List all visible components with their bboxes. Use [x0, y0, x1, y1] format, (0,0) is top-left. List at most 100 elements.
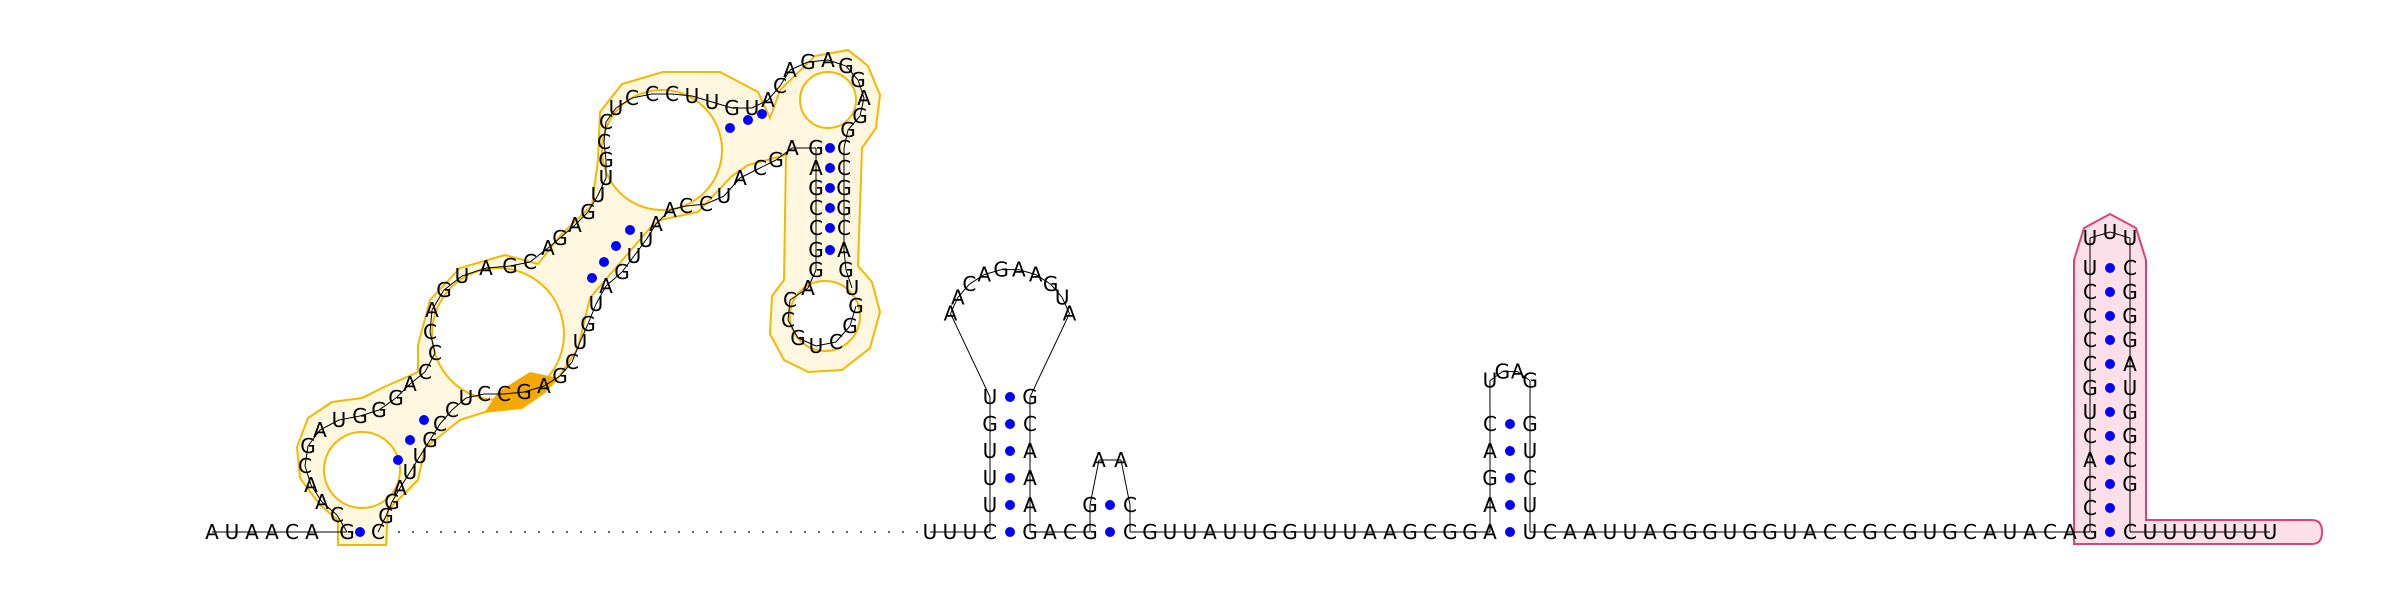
- nucleotide: U: [1163, 520, 1178, 544]
- base-pair-dot: [825, 143, 835, 153]
- nucleotide: C: [597, 130, 611, 154]
- nucleotide: A: [649, 212, 663, 236]
- backbone-link: [359, 409, 380, 417]
- backbone-lines: [212, 59, 2270, 533]
- backbone-link: [631, 93, 653, 99]
- nucleotide: U: [1723, 520, 1738, 544]
- nucleotide: C: [565, 350, 579, 374]
- nucleotide: A: [599, 274, 613, 298]
- nucleotide: U: [2123, 376, 2138, 400]
- nucleotide: A: [205, 520, 219, 544]
- backbone-link: [691, 95, 713, 103]
- base-pair-dot: [1505, 473, 1515, 483]
- nucleotide: C: [665, 82, 679, 106]
- nucleotide: U: [943, 520, 958, 544]
- nucleotide: U: [1523, 493, 1538, 517]
- base-pair-dot: [2105, 407, 2115, 417]
- nucleotide: G: [2122, 400, 2138, 424]
- nucleotide: G: [1702, 520, 1718, 544]
- backbone-link: [1061, 297, 1070, 314]
- base-pair-dot: [2105, 287, 2115, 297]
- nucleotide: A: [537, 374, 551, 398]
- nucleotide: C: [497, 382, 511, 406]
- nucleotide: U: [225, 520, 240, 544]
- backbone-link: [574, 211, 589, 226]
- backbone-link: [409, 455, 421, 473]
- backbone-link: [767, 85, 781, 101]
- nucleotide: A: [1643, 520, 1657, 544]
- nucleotide: U: [717, 184, 732, 208]
- backbone-link: [605, 107, 617, 123]
- backbone-link: [633, 239, 647, 257]
- nucleotide: A: [733, 166, 747, 190]
- nucleotide: A: [315, 490, 329, 514]
- base-pair-dot: [825, 163, 835, 173]
- nucleotide: G: [836, 176, 852, 200]
- backbone-link: [845, 65, 859, 81]
- nucleotide: A: [1363, 520, 1377, 544]
- backbone-link: [439, 409, 453, 425]
- nucleotide: A: [2123, 352, 2137, 376]
- backbone-link: [395, 383, 411, 399]
- nucleotide: U: [745, 96, 760, 120]
- backbone-link: [751, 99, 769, 109]
- nucleotide: G: [371, 398, 387, 422]
- backbone-link: [1050, 283, 1063, 298]
- nucleotide: C: [1423, 520, 1437, 544]
- base-pair-dot: [743, 115, 753, 125]
- nucleotide: G: [422, 428, 438, 452]
- nucleotide: U: [599, 166, 614, 190]
- nucleotide: G: [838, 54, 854, 78]
- nucleotide: U: [1323, 520, 1338, 544]
- nucleotide: C: [418, 360, 432, 384]
- nucleotide: C: [477, 382, 491, 406]
- nucleotide: A: [1483, 439, 1497, 463]
- backbone-link: [711, 101, 733, 109]
- nucleotide: C: [699, 192, 713, 216]
- backbone-link: [399, 471, 411, 489]
- backbone-link: [603, 141, 607, 161]
- backbone-link: [1517, 371, 1531, 382]
- nucleotide: G: [838, 258, 854, 282]
- nucleotide: G: [1862, 520, 1878, 544]
- backbone-link: [775, 147, 793, 161]
- nucleotide: G: [982, 412, 998, 436]
- nucleotide: A: [393, 476, 407, 500]
- nucleotide: U: [809, 334, 824, 358]
- nucleotide: C: [285, 520, 299, 544]
- backbone-link: [587, 303, 597, 325]
- nucleotide: C: [523, 250, 537, 274]
- nucleotide: C: [783, 288, 797, 312]
- base-pair-dot: [2105, 479, 2115, 489]
- base-pair-dot: [825, 203, 835, 213]
- base-pair-dot: [1005, 446, 1015, 456]
- nucleotide: G: [1482, 466, 1498, 490]
- nucleotide: U: [983, 493, 998, 517]
- backbone-link: [605, 271, 623, 287]
- nucleotide: C: [809, 196, 823, 220]
- nucleotide: U: [589, 292, 604, 316]
- base-pair-dot: [1505, 446, 1515, 456]
- backbone-link: [827, 59, 847, 67]
- nucleotide: A: [801, 276, 815, 300]
- nucleotide: U: [1523, 439, 1538, 463]
- base-pair-dot: [611, 241, 621, 251]
- backbone-link: [779, 69, 791, 87]
- nucleotide: U: [1623, 520, 1638, 544]
- nucleotide: G: [1682, 520, 1698, 544]
- nucleotide: C: [1023, 412, 1037, 436]
- nucleotide: G: [1942, 520, 1958, 544]
- backbone-link: [845, 269, 853, 289]
- backbone-link: [509, 261, 531, 267]
- backbone-link: [547, 237, 561, 249]
- nucleotide: G: [808, 176, 824, 200]
- nucleotide: U: [1303, 520, 1318, 544]
- backbone-link: [377, 515, 387, 533]
- base-pair-dot: [2105, 383, 2115, 393]
- nucleotide: A: [265, 520, 279, 544]
- base-pair-dot: [757, 109, 767, 119]
- backbone-link: [1120, 459, 1131, 506]
- base-pair-dot: [1505, 419, 1515, 429]
- base-pair-dot: [2105, 455, 2115, 465]
